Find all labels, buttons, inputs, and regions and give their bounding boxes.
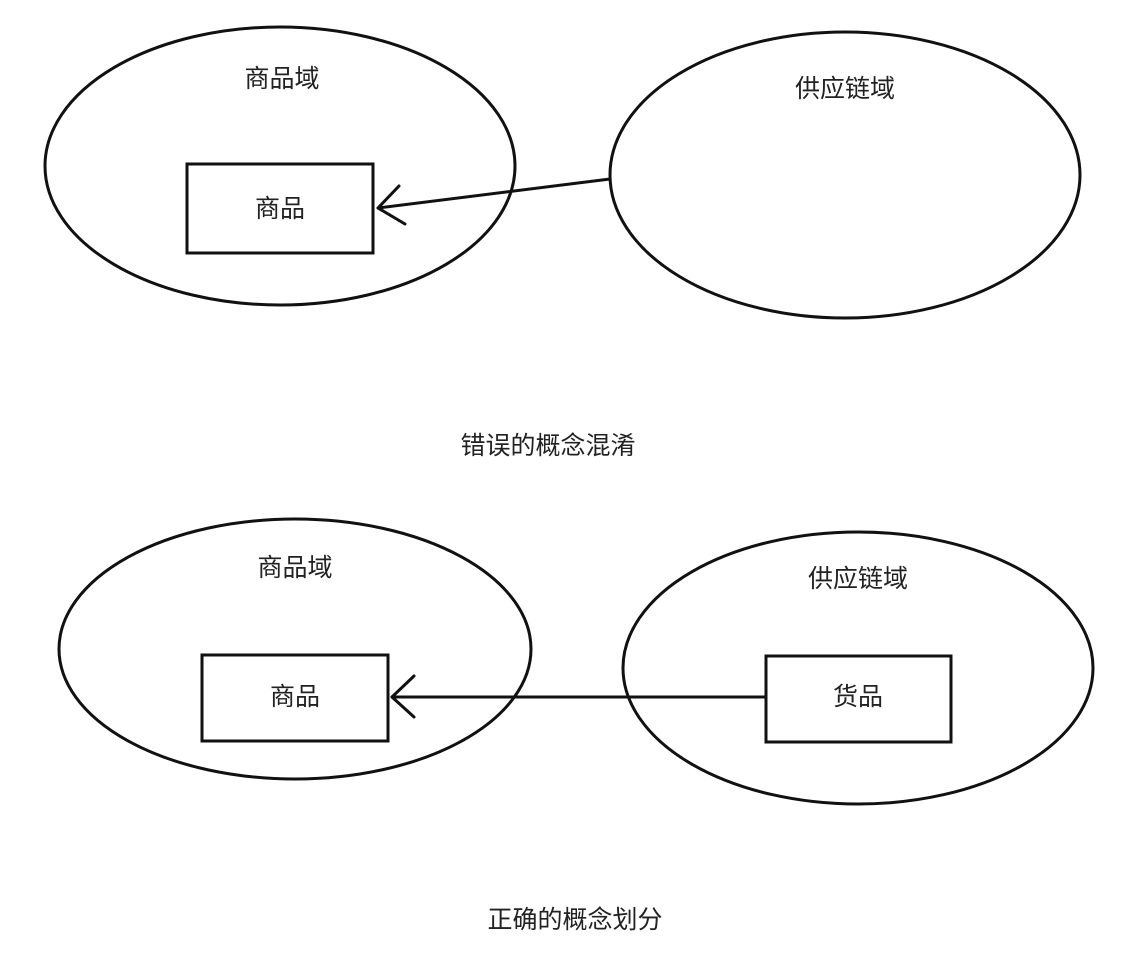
wrong-diagram: 商品域 供应链域 商品 错误的概念混淆 [43, 25, 1082, 460]
wrong-reference-arrow-head [376, 184, 407, 226]
correct-diagram-caption: 正确的概念划分 [487, 905, 662, 934]
correct-mapping-arrow-head [390, 674, 416, 719]
product-domain-label: 商品域 [257, 553, 332, 582]
correct-diagram: 商品域 供应链域 商品 货品 正确的概念划分 [57, 517, 1095, 934]
product-entity-box [200, 653, 390, 743]
supply-chain-domain-ellipse [608, 30, 1082, 320]
supply-chain-domain-label: 供应链域 [808, 564, 908, 593]
product-entity-label: 商品 [270, 682, 320, 711]
product-entity-box [185, 162, 375, 255]
wrong-diagram-caption: 错误的概念混淆 [460, 431, 635, 460]
product-entity-label: 商品 [255, 194, 305, 223]
product-domain-label: 商品域 [244, 64, 319, 93]
wrong-reference-arrow-line [376, 177, 612, 210]
goods-entity-box [764, 654, 953, 744]
supply-chain-domain-label: 供应链域 [795, 74, 895, 103]
product-domain-ellipse [57, 517, 533, 781]
goods-entity-label: 货品 [833, 682, 883, 711]
supply-chain-domain-ellipse [621, 530, 1095, 806]
product-domain-ellipse [43, 25, 517, 307]
